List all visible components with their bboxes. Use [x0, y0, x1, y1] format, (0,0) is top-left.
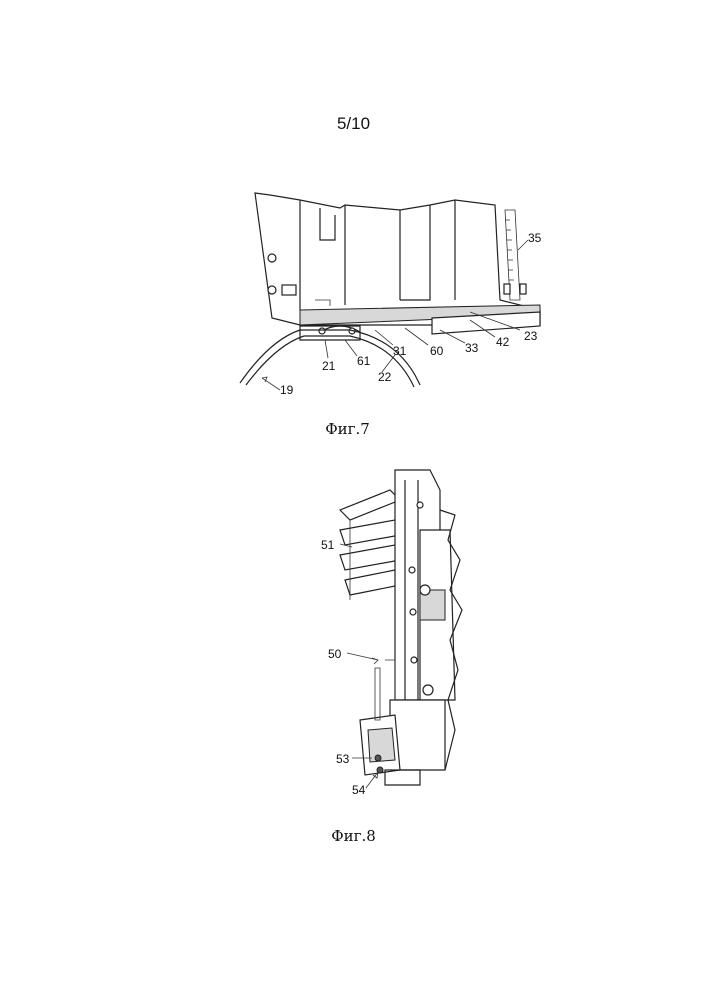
label-53: 53 — [336, 752, 350, 766]
label-51: 51 — [321, 538, 335, 552]
figure-8-caption: Фиг.8 — [0, 827, 707, 845]
label-54: 54 — [352, 783, 366, 797]
label-50: 50 — [328, 647, 342, 661]
